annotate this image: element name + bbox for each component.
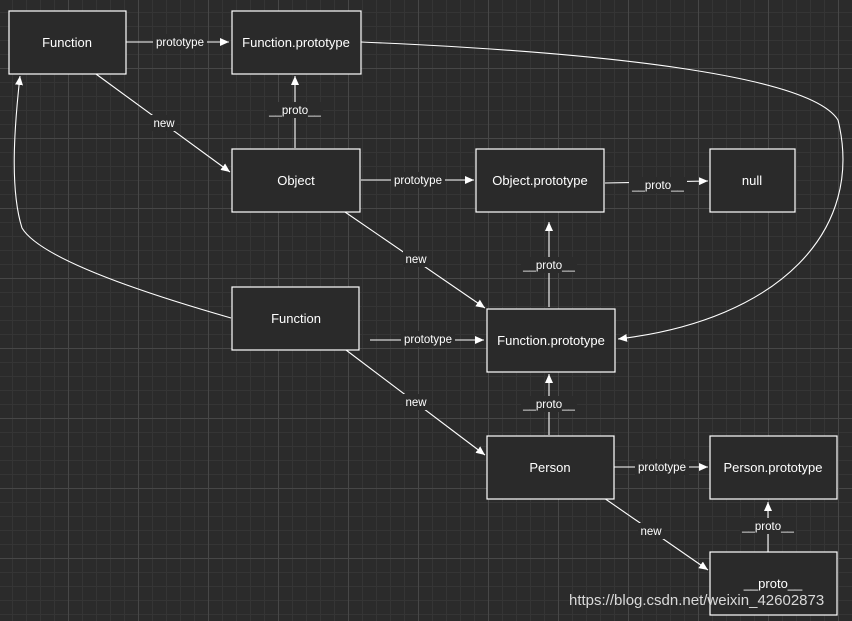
svg-text:Function: Function bbox=[271, 311, 321, 326]
label-prototype-4: prototype bbox=[635, 459, 689, 475]
svg-text:Object.prototype: Object.prototype bbox=[492, 173, 587, 188]
svg-text:new: new bbox=[153, 118, 175, 130]
node-null[interactable]: null bbox=[709, 148, 796, 213]
edge-function-mid-curve-function-top bbox=[13, 75, 232, 319]
label-prototype-3: prototype bbox=[401, 331, 455, 347]
label-new-1: new bbox=[151, 115, 177, 131]
label-new-2: new bbox=[403, 251, 429, 267]
edge-function-prototype-top-curve bbox=[360, 41, 844, 342]
svg-text:null: null bbox=[742, 173, 762, 188]
nodes: Function Function.prototype Object Objec… bbox=[8, 10, 838, 616]
node-person[interactable]: Person bbox=[486, 435, 615, 500]
svg-text:Function: Function bbox=[42, 35, 92, 50]
svg-text:prototype: prototype bbox=[156, 37, 204, 49]
svg-text:prototype: prototype bbox=[394, 175, 442, 187]
label-proto-2: __proto__ bbox=[629, 177, 687, 193]
svg-text:prototype: prototype bbox=[638, 462, 686, 474]
svg-text:Function.prototype: Function.prototype bbox=[497, 333, 605, 348]
node-object-prototype[interactable]: Object.prototype bbox=[475, 148, 605, 213]
svg-text:new: new bbox=[640, 526, 662, 538]
label-proto-1: __proto__ bbox=[267, 102, 323, 118]
label-new-3: new bbox=[403, 394, 429, 410]
svg-text:Object: Object bbox=[277, 173, 315, 188]
svg-text:__proto__: __proto__ bbox=[743, 576, 803, 591]
svg-text:Person: Person bbox=[529, 460, 570, 475]
label-prototype-2: prototype bbox=[391, 172, 445, 188]
label-new-4: new bbox=[638, 523, 664, 539]
node-object[interactable]: Object bbox=[231, 148, 361, 213]
svg-text:__proto__: __proto__ bbox=[631, 180, 684, 192]
svg-text:Person.prototype: Person.prototype bbox=[723, 460, 822, 475]
node-person-instance[interactable]: __proto__ bbox=[709, 551, 838, 616]
svg-text:Function.prototype: Function.prototype bbox=[242, 35, 350, 50]
node-function-prototype-mid[interactable]: Function.prototype bbox=[486, 308, 616, 373]
node-person-prototype[interactable]: Person.prototype bbox=[709, 435, 838, 500]
node-function-top[interactable]: Function bbox=[8, 10, 127, 75]
watermark-url: https://blog.csdn.net/weixin_42602873 bbox=[569, 592, 825, 609]
svg-text:__proto__: __proto__ bbox=[522, 260, 575, 272]
label-proto-4: __proto__ bbox=[521, 396, 577, 412]
label-proto-5: __proto__ bbox=[740, 518, 796, 534]
svg-text:__proto__: __proto__ bbox=[522, 399, 575, 411]
svg-text:__proto__: __proto__ bbox=[268, 105, 321, 117]
node-function-mid[interactable]: Function bbox=[231, 286, 360, 351]
node-function-prototype-top[interactable]: Function.prototype bbox=[231, 10, 362, 75]
svg-text:new: new bbox=[405, 254, 427, 266]
label-prototype-1: prototype bbox=[153, 34, 207, 50]
svg-text:new: new bbox=[405, 397, 427, 409]
svg-text:prototype: prototype bbox=[404, 334, 452, 346]
label-proto-3: __proto__ bbox=[521, 257, 577, 273]
edge-labels: prototype new __proto__ prototype __prot… bbox=[151, 34, 796, 539]
svg-text:__proto__: __proto__ bbox=[741, 521, 794, 533]
